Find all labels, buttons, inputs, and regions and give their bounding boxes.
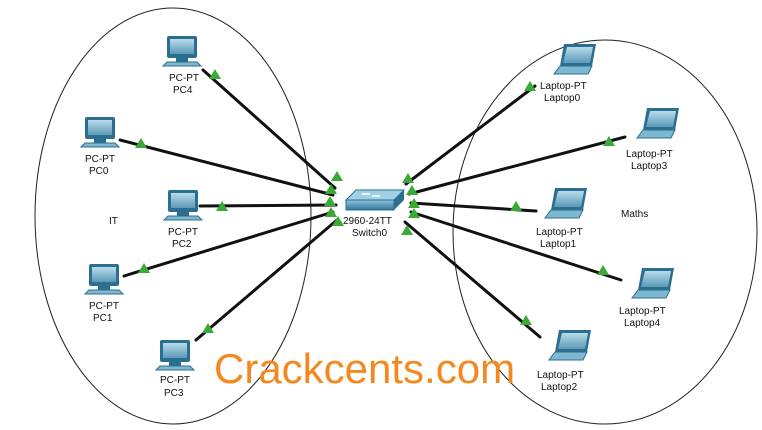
laptop-icon bbox=[548, 330, 591, 361]
port-up-indicator bbox=[401, 225, 413, 235]
laptop-type-label: Laptop-PT bbox=[626, 149, 673, 160]
desktop-pc-icon bbox=[161, 36, 203, 67]
pc-type-label: PC-PT bbox=[169, 73, 199, 84]
link-pc3[interactable] bbox=[194, 218, 339, 342]
pc-node-pc4[interactable]: PC-PT PC4 bbox=[161, 36, 203, 96]
port-status-indicators bbox=[135, 69, 615, 333]
port-up-indicator bbox=[408, 208, 420, 218]
pc-name-label: PC2 bbox=[172, 239, 192, 250]
port-up-indicator bbox=[209, 69, 221, 79]
pc-name-label: PC1 bbox=[93, 313, 113, 324]
pc-node-pc0[interactable]: PC-PT PC0 bbox=[79, 117, 121, 177]
switch-icon bbox=[344, 189, 406, 211]
port-up-indicator bbox=[524, 81, 536, 91]
switch-model-label: 2960-24TT bbox=[343, 216, 392, 227]
port-up-indicator bbox=[510, 201, 522, 211]
laptop-node-laptop4[interactable]: Laptop-PT Laptop4 bbox=[619, 268, 674, 329]
link-pc1[interactable] bbox=[122, 210, 335, 278]
laptop-type-label: Laptop-PT bbox=[536, 227, 583, 238]
pc-type-label: PC-PT bbox=[89, 301, 119, 312]
laptop-type-label: Laptop-PT bbox=[537, 370, 584, 381]
link-laptop4[interactable] bbox=[409, 210, 623, 282]
port-up-indicator bbox=[135, 138, 147, 148]
zone-maths-boundary bbox=[452, 39, 758, 425]
laptop-node-laptop3[interactable]: Laptop-PT Laptop3 bbox=[626, 108, 679, 172]
desktop-pc-icon bbox=[83, 264, 125, 295]
pc-type-label: PC-PT bbox=[168, 227, 198, 238]
switch-node-switch0[interactable]: 2960-24TT Switch0 bbox=[343, 189, 406, 239]
desktop-pc-icon bbox=[79, 117, 121, 148]
pc-node-pc2[interactable]: PC-PT PC2 bbox=[162, 190, 204, 250]
laptop-node-laptop1[interactable]: Laptop-PT Laptop1 bbox=[536, 188, 587, 250]
port-up-indicator bbox=[332, 216, 344, 226]
laptop-icon bbox=[631, 268, 674, 299]
port-up-indicator bbox=[202, 323, 214, 333]
laptop-name-label: Laptop1 bbox=[540, 239, 577, 250]
port-up-indicator bbox=[406, 185, 418, 195]
port-up-indicator bbox=[138, 263, 150, 273]
pc-name-label: PC0 bbox=[89, 166, 109, 177]
laptop-icon bbox=[553, 44, 596, 75]
links bbox=[118, 68, 627, 342]
link-laptop0[interactable] bbox=[404, 84, 537, 186]
link-laptop2[interactable] bbox=[403, 220, 542, 339]
laptop-name-label: Laptop0 bbox=[544, 93, 581, 104]
pc-name-label: PC3 bbox=[164, 388, 184, 399]
port-up-indicator bbox=[324, 196, 336, 206]
laptop-icon bbox=[636, 108, 679, 139]
laptop-name-label: Laptop3 bbox=[631, 161, 668, 172]
laptop-type-label: Laptop-PT bbox=[619, 306, 666, 317]
port-up-indicator bbox=[597, 265, 609, 275]
port-up-indicator bbox=[603, 136, 615, 146]
desktop-pc-icon bbox=[162, 190, 204, 221]
pc-type-label: PC-PT bbox=[160, 375, 190, 386]
pc-node-pc1[interactable]: PC-PT PC1 bbox=[83, 264, 125, 324]
port-up-indicator bbox=[520, 315, 532, 325]
port-up-indicator bbox=[325, 207, 337, 217]
port-up-indicator bbox=[402, 173, 414, 183]
link-pc0[interactable] bbox=[118, 138, 335, 197]
laptop-icon bbox=[544, 188, 587, 219]
zone-label-maths: Maths bbox=[621, 209, 648, 220]
switch-name-label: Switch0 bbox=[352, 228, 387, 239]
port-up-indicator bbox=[325, 184, 337, 194]
pc-name-label: PC4 bbox=[173, 85, 193, 96]
pc-node-pc3[interactable]: PC-PT PC3 bbox=[154, 340, 196, 399]
watermark-text: Crackcents.com bbox=[214, 345, 515, 392]
laptop-node-laptop2[interactable]: Laptop-PT Laptop2 bbox=[537, 330, 591, 393]
laptop-name-label: Laptop2 bbox=[541, 382, 578, 393]
link-laptop3[interactable] bbox=[407, 135, 627, 196]
pc-type-label: PC-PT bbox=[85, 154, 115, 165]
link-pc4[interactable] bbox=[201, 68, 337, 190]
laptop-name-label: Laptop4 bbox=[624, 318, 661, 329]
desktop-pc-icon bbox=[154, 340, 196, 371]
port-up-indicator bbox=[216, 201, 228, 211]
laptop-node-laptop0[interactable]: Laptop-PT Laptop0 bbox=[540, 44, 596, 104]
port-up-indicator bbox=[331, 171, 343, 181]
zone-label-it: IT bbox=[109, 216, 118, 227]
zone-it-boundary bbox=[34, 7, 312, 425]
laptop-type-label: Laptop-PT bbox=[540, 81, 587, 92]
port-up-indicator bbox=[408, 198, 420, 208]
